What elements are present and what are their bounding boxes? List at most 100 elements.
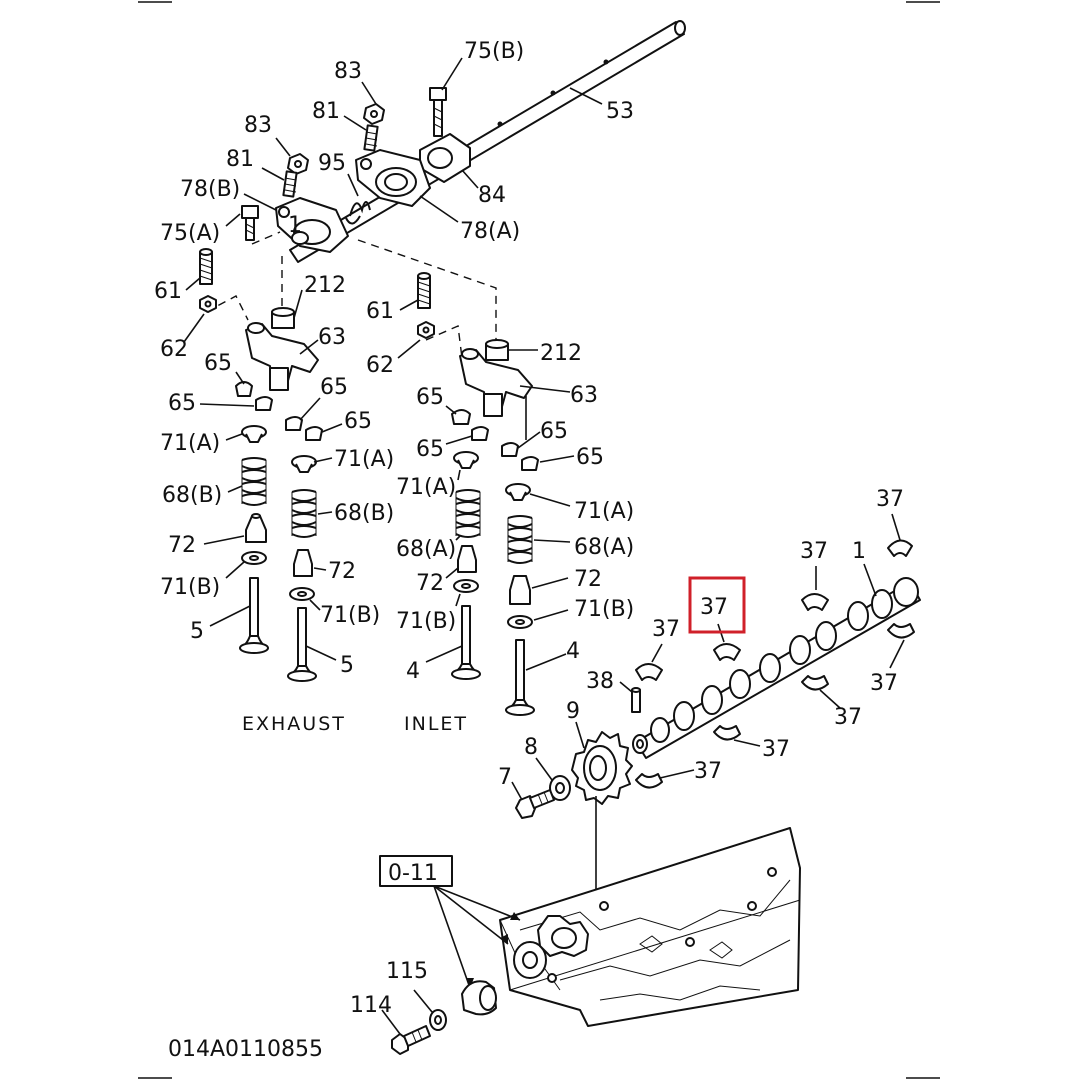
valve-spring-68a-rightmost <box>507 515 533 564</box>
cylinder-head <box>499 827 801 1027</box>
label-71a-mid: 71(A) <box>334 447 394 472</box>
stem-seal-72-mid <box>293 549 313 577</box>
bracket-78b <box>275 197 349 253</box>
spring-seat-71b-mid <box>289 587 315 601</box>
valve-5-left <box>239 577 269 654</box>
label-4-rightmost: 4 <box>566 639 580 664</box>
collet-65-e <box>451 409 471 425</box>
label-65-d: 65 <box>344 409 372 434</box>
label-78b: 78(B) <box>180 177 240 202</box>
label-68a-right: 68(A) <box>396 537 456 562</box>
label-37-h: 37 <box>694 759 722 784</box>
label-4-right: 4 <box>406 659 420 684</box>
label-61-right: 61 <box>366 299 394 324</box>
nut-83-lower <box>287 153 309 175</box>
bolt-7 <box>515 789 555 819</box>
spring-seat-71b-left <box>241 551 267 565</box>
label-62-right: 62 <box>366 353 394 378</box>
label-72-rightmost: 72 <box>574 567 602 592</box>
label-38: 38 <box>586 669 614 694</box>
collet-65-h <box>521 456 539 471</box>
bearing-37-d <box>635 663 663 681</box>
bearing-37-f <box>801 675 829 691</box>
bearing-37-c <box>713 643 741 661</box>
label-71b-rightmost: 71(B) <box>574 597 634 622</box>
spring-seat-71a-mid <box>291 455 317 473</box>
spring-seat-71a-left <box>241 425 267 443</box>
stem-seal-72-rightmost <box>509 575 531 605</box>
label-1-camshaft: 1 <box>852 539 866 564</box>
adjust-screw-61-right <box>417 272 431 309</box>
reference-box-label: 0-11 <box>388 861 438 886</box>
nut-62-right <box>417 321 435 339</box>
nut-83-upper <box>363 103 385 125</box>
washer-8 <box>549 775 571 801</box>
label-68b-left: 68(B) <box>162 483 222 508</box>
valve-spring-68b-mid <box>291 489 317 538</box>
label-9: 9 <box>566 699 580 724</box>
label-212-right: 212 <box>540 341 582 366</box>
highlight-box <box>688 576 746 634</box>
spring-95 <box>345 201 371 225</box>
nut-62-left <box>199 295 217 313</box>
bearing-37-e <box>887 623 915 639</box>
bolt-114 <box>391 1025 431 1055</box>
screw-81-upper <box>363 124 379 152</box>
label-37-a: 37 <box>876 487 904 512</box>
label-83-upper: 83 <box>334 59 362 84</box>
camshaft <box>632 577 921 759</box>
spring-seat-71a-right <box>453 451 479 469</box>
caption-inlet: INLET <box>404 713 468 735</box>
label-65-a: 65 <box>204 351 232 376</box>
label-75a: 75(A) <box>160 221 220 246</box>
label-65-h: 65 <box>576 445 604 470</box>
label-68a-rightmost: 68(A) <box>574 535 634 560</box>
label-83-lower: 83 <box>244 113 272 138</box>
label-65-b: 65 <box>168 391 196 416</box>
label-71a-right: 71(A) <box>396 475 456 500</box>
rocker-arm-63-left <box>245 322 319 391</box>
collet-65-d <box>305 426 323 441</box>
label-63-right: 63 <box>570 383 598 408</box>
label-37-g: 37 <box>762 737 790 762</box>
valve-4-right <box>451 605 481 680</box>
collet-65-b <box>255 396 273 411</box>
label-72-mid: 72 <box>328 559 356 584</box>
valve-4-rightmost <box>505 639 535 716</box>
label-71b-left: 71(B) <box>160 575 220 600</box>
label-8: 8 <box>524 735 538 760</box>
spring-seat-71b-right <box>453 579 479 593</box>
label-37-d: 37 <box>652 617 680 642</box>
valve-spring-68b-left <box>241 457 267 506</box>
label-61-left: 61 <box>154 279 182 304</box>
adjust-screw-61-left <box>199 248 213 285</box>
label-53: 53 <box>606 99 634 124</box>
stem-seal-72-left <box>245 513 267 543</box>
label-63-left: 63 <box>318 325 346 350</box>
rocker-arm-63-right <box>459 348 533 417</box>
cap-212-left <box>271 307 295 329</box>
label-5-mid: 5 <box>340 653 354 678</box>
label-37-c: 37 <box>700 595 728 620</box>
bearing-37-b <box>801 593 829 611</box>
label-114: 114 <box>350 993 392 1018</box>
stem-seal-72-right <box>457 545 477 573</box>
label-65-f: 65 <box>416 437 444 462</box>
label-84: 84 <box>478 183 506 208</box>
label-7: 7 <box>498 765 512 790</box>
collet-65-g <box>501 442 519 457</box>
spring-seat-71b-rightmost <box>507 615 533 629</box>
valve-spring-68a-right <box>455 489 481 538</box>
screw-81-lower <box>282 170 298 198</box>
collet-65-c <box>285 416 303 431</box>
collet-65-f <box>471 426 489 441</box>
spring-seat-71a-rightmost <box>505 483 531 501</box>
washer-115 <box>429 1009 447 1031</box>
label-72-right: 72 <box>416 571 444 596</box>
bearing-37-a <box>887 539 913 557</box>
label-81-upper: 81 <box>312 99 340 124</box>
label-71b-right: 71(B) <box>396 609 456 634</box>
collet-65-a <box>235 381 253 397</box>
label-1-top: 1 <box>288 213 302 238</box>
